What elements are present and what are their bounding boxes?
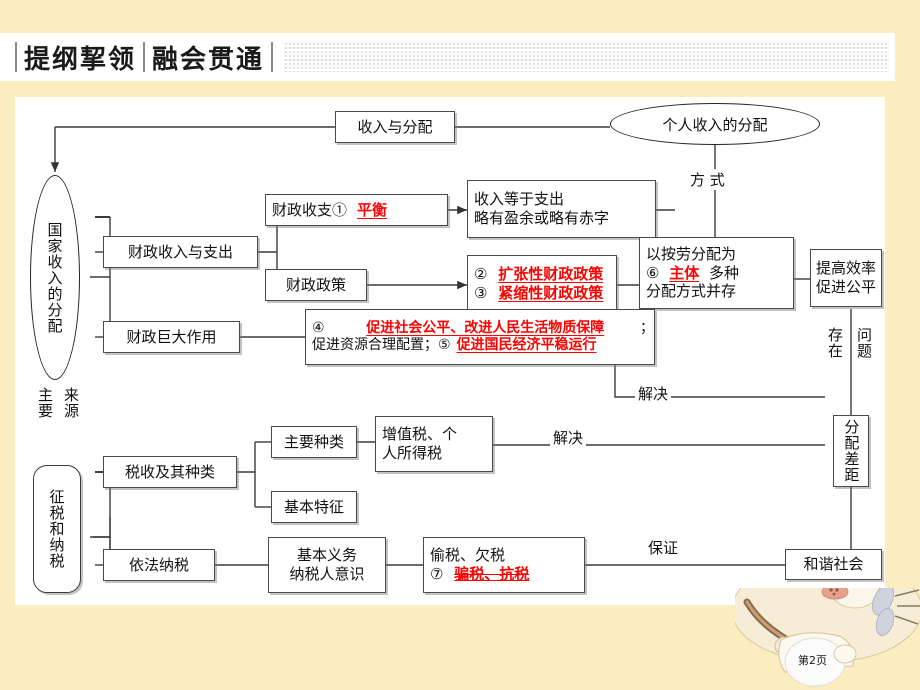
fiscal-balance-label: 财政收支① <box>272 200 348 219</box>
node-efficiency-fairness[interactable]: 提高效率 促进公平 <box>810 249 882 307</box>
role-line1: ④ 促进社会公平、改进人民生活物质保障 ； <box>312 320 654 338</box>
efficiency-line2: 促进公平 <box>815 278 876 296</box>
node-distribution-system[interactable]: 以按劳分配为 ⑥ 主体 多种 分配方式并存 <box>639 237 794 309</box>
role-5-answer: 促进国民经济平稳运行 <box>456 337 597 353</box>
node-personal-income-distribution[interactable]: 个人收入的分配 <box>610 103 820 145</box>
policy-3-number: ③ <box>474 284 488 302</box>
distribution-line1: 以按劳分配为 <box>646 244 737 263</box>
role-5-number: ⑤ <box>438 337 451 353</box>
node-main-tax-types[interactable]: 主要种类 <box>271 426 357 458</box>
node-fiscal-balance[interactable]: 财政收支① 平衡 <box>265 194 448 226</box>
role-semicolon: ； <box>640 319 654 336</box>
policy-2-number: ② <box>474 265 488 284</box>
title-divider-right <box>271 42 274 72</box>
node-tax-and-types[interactable]: 税收及其种类 <box>103 456 237 488</box>
role-middle-text: 促进资源合理配置； <box>312 337 438 353</box>
role-4-number: ④ <box>312 319 325 336</box>
page-title: 提纲挈领 融会贯通 <box>0 39 280 76</box>
edge-label-laiyuan: 来源 <box>62 387 80 419</box>
node-distribution-gap[interactable]: 分配差距 <box>833 415 869 487</box>
node-basic-features[interactable]: 基本特征 <box>271 491 357 523</box>
node-national-income-distribution[interactable]: 国家收入的分配 <box>30 175 80 380</box>
role-line2: 促进资源合理配置； ⑤ 促进国民经济平稳运行 <box>312 337 597 355</box>
node-taxation-and-payment[interactable]: 征税和纳税 <box>33 465 81 593</box>
policy-item-3: ③ 紧缩性财政政策 <box>474 284 603 303</box>
node-tax-violations[interactable]: 偷税、欠税 ⑦ 骗税、抗税 <box>423 537 585 593</box>
fiscal-balance-answer: 平衡 <box>357 200 388 219</box>
node-tax-obligation[interactable]: 基本义务 纳税人意识 <box>268 537 386 593</box>
edge-label-jiejue-top: 解决 <box>635 383 672 404</box>
edge-label-jiejue-bottom: 解决 <box>550 427 587 448</box>
node-fiscal-policy-types[interactable]: ② 扩张性财政政策 ③ 紧缩性财政政策 <box>467 255 617 313</box>
edge-label-baozheng: 保证 <box>645 537 682 558</box>
cat-mascot-illustration: 第2页 <box>735 588 920 690</box>
policy-item-2: ② 扩张性财政政策 <box>474 265 603 284</box>
distribution-duozhong: 多种 <box>709 263 740 282</box>
title-divider-left <box>15 42 17 72</box>
node-income-distribution-top[interactable]: 收入与分配 <box>335 111 455 143</box>
node-fiscal-role-detail[interactable]: ④ 促进社会公平、改进人民生活物质保障 ； 促进资源合理配置； ⑤ 促进国民经济… <box>305 309 655 365</box>
edge-label-wenti: 问题 <box>855 327 873 359</box>
header-dot-texture <box>284 42 889 72</box>
role-4-answer: 促进社会公平、改进人民生活物质保障 <box>366 319 605 336</box>
violation-7-answer: 骗税、抗税 <box>454 565 530 583</box>
policy-3-answer: 紧缩性财政政策 <box>498 284 604 302</box>
violation-line2: ⑦ 骗税、抗税 <box>430 565 529 584</box>
distribution-line2: ⑥ 主体 多种 <box>646 264 739 283</box>
edge-label-cunzai: 存在 <box>826 327 844 359</box>
diagram-panel: 收入与分配 个人收入的分配 方 式 国家收入的分配 主要 来源 征税和纳税 财政… <box>15 97 885 605</box>
violation-line1: 偷税、欠税 <box>430 546 506 565</box>
vat-line1: 增值税、个 <box>382 425 458 444</box>
header-banner: 提纲挈领 融会贯通 <box>0 33 895 81</box>
node-vat-income-tax[interactable]: 增值税、个 人所得税 <box>375 416 493 472</box>
node-harmonious-society[interactable]: 和谐社会 <box>785 549 882 580</box>
balance-def-line1: 收入等于支出 <box>474 190 565 209</box>
violation-7-number: ⑦ <box>430 565 444 583</box>
node-fiscal-revenue-expenditure[interactable]: 财政收入与支出 <box>103 236 258 268</box>
title-divider-mid <box>143 42 146 72</box>
balance-def-line2: 略有盈余或略有赤字 <box>474 209 610 227</box>
obligation-line2: 纳税人意识 <box>289 565 365 583</box>
title-left-text: 提纲挈领 <box>24 44 137 75</box>
distribution-line3: 分配方式并存 <box>646 282 737 301</box>
svg-text:第2页: 第2页 <box>798 653 827 667</box>
edge-label-fangshi: 方 式 <box>687 169 728 190</box>
edge-label-zhuyao: 主要 <box>36 387 54 419</box>
obligation-line1: 基本义务 <box>296 546 357 565</box>
node-balance-definition[interactable]: 收入等于支出 略有盈余或略有赤字 <box>467 180 656 238</box>
distribution-number: ⑥ <box>646 263 660 282</box>
title-right-text: 融会贯通 <box>152 44 265 75</box>
policy-2-answer: 扩张性财政政策 <box>498 265 604 284</box>
node-fiscal-policy[interactable]: 财政政策 <box>265 269 367 301</box>
vat-line2: 人所得税 <box>382 444 443 462</box>
efficiency-line1: 提高效率 <box>815 259 876 278</box>
node-fiscal-role[interactable]: 财政巨大作用 <box>103 321 240 353</box>
node-pay-tax-by-law[interactable]: 依法纳税 <box>103 549 215 581</box>
distribution-answer: 主体 <box>669 263 700 282</box>
